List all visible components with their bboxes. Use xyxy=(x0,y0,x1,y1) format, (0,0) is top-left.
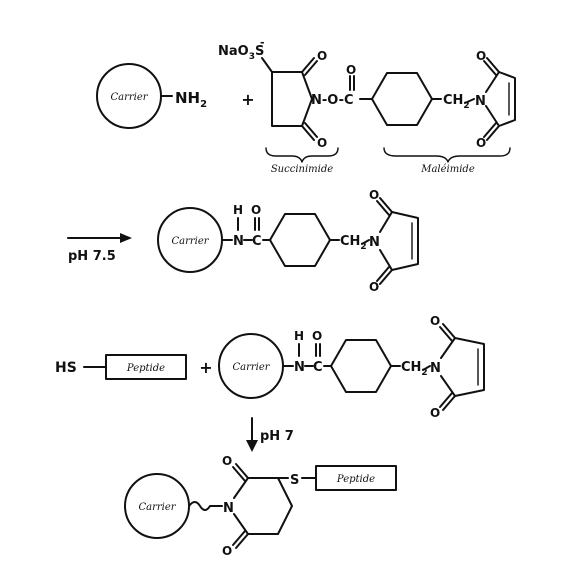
peptide-label-2: Peptide xyxy=(336,474,375,485)
carrier-label-1: Carrier xyxy=(110,92,148,103)
ch2-label-2: CH2 xyxy=(340,234,367,252)
sulfonate-bond xyxy=(261,57,273,73)
n-o-c-linker: N-O-C xyxy=(311,93,354,108)
carrier-label-3: Carrier xyxy=(232,362,270,373)
maleimide-o-top-2: O xyxy=(369,188,379,202)
carrier-label-4: Carrier xyxy=(138,502,176,513)
cyclohexane-ring-1 xyxy=(371,72,433,126)
amide-h-3: H xyxy=(294,329,304,343)
peptide-box-1 xyxy=(105,354,187,380)
ph75-arrow: pH 7.5 xyxy=(67,233,132,264)
maleimide-caption: Maléimide xyxy=(420,164,475,175)
amide-h-2: H xyxy=(233,203,243,217)
succinimide-o-bottom: O xyxy=(317,136,327,150)
maleimide-o-top-1: O xyxy=(476,49,486,63)
amide-n-2: N xyxy=(233,234,244,249)
thiol-peptide: HS Peptide xyxy=(55,354,187,380)
maleimide-o-bottom-2: O xyxy=(369,280,379,294)
maleimide-ring-2 xyxy=(379,211,419,271)
succinimide-caption: Succinimide xyxy=(271,164,333,175)
maleimide-o-bottom-3: O xyxy=(430,406,440,420)
nh2-label: NH2 xyxy=(175,89,207,110)
amide-o-2: O xyxy=(251,203,261,217)
conj-o-bottom: O xyxy=(222,544,232,558)
amide-n-3: N xyxy=(294,360,305,375)
maleimide-n-1: N xyxy=(475,94,486,109)
conj-o-top: O xyxy=(222,454,232,468)
activated-carrier-3: Carrier N H C O CH2 N O O xyxy=(218,314,485,420)
thioether-s: S xyxy=(290,473,299,488)
amide-c-2: C xyxy=(252,234,262,249)
cyclohexane-ring-2 xyxy=(269,213,331,267)
peptide-box-2 xyxy=(315,465,397,491)
linker-wavy-bond xyxy=(188,501,223,511)
maleimide-n-2: N xyxy=(369,235,380,250)
maleimide-o-bottom-1: O xyxy=(476,136,486,150)
nao3s-label: NaO3S xyxy=(218,44,264,62)
maleimide-ring-1 xyxy=(485,71,516,127)
cyclohexane-ring-3 xyxy=(330,339,392,393)
activated-carrier: Carrier N H C O CH2 N O O xyxy=(157,188,419,294)
thiosuccinimide-ring xyxy=(233,477,293,535)
amide-c-3: C xyxy=(313,360,323,375)
ph7-label: pH 7 xyxy=(260,429,294,444)
ch2-label-1: CH2 xyxy=(443,93,470,111)
minus-charge: - xyxy=(260,36,265,49)
plus-sign-1: + xyxy=(241,90,254,109)
amide-o-3: O xyxy=(312,329,322,343)
succinimide-ring xyxy=(271,71,313,127)
ph7-arrow: pH 7 xyxy=(246,417,294,452)
peptide-label-1: Peptide xyxy=(126,363,165,374)
step1-carrier-amine: Carrier NH2 xyxy=(96,63,207,129)
hs-label: HS xyxy=(55,360,77,376)
maleimide-n-3: N xyxy=(430,361,441,376)
succinimide-o-top: O xyxy=(317,49,327,63)
succinimide-n-4: N xyxy=(223,501,234,516)
ph75-label: pH 7.5 xyxy=(68,249,116,264)
sulfo-smcc-reagent: NaO3S - O O N-O-C O CH2 N O O Succi xyxy=(218,36,516,175)
succinimide-brace xyxy=(265,147,339,163)
maleimide-brace xyxy=(383,147,511,163)
plus-sign-2: + xyxy=(199,358,212,377)
maleimide-o-top-3: O xyxy=(430,314,440,328)
ch2-label-3: CH2 xyxy=(401,360,428,378)
ester-o: O xyxy=(346,63,356,77)
carrier-label-2: Carrier xyxy=(171,236,209,247)
carrier-peptide-conjugate: Carrier N O O S Peptide xyxy=(124,454,397,558)
